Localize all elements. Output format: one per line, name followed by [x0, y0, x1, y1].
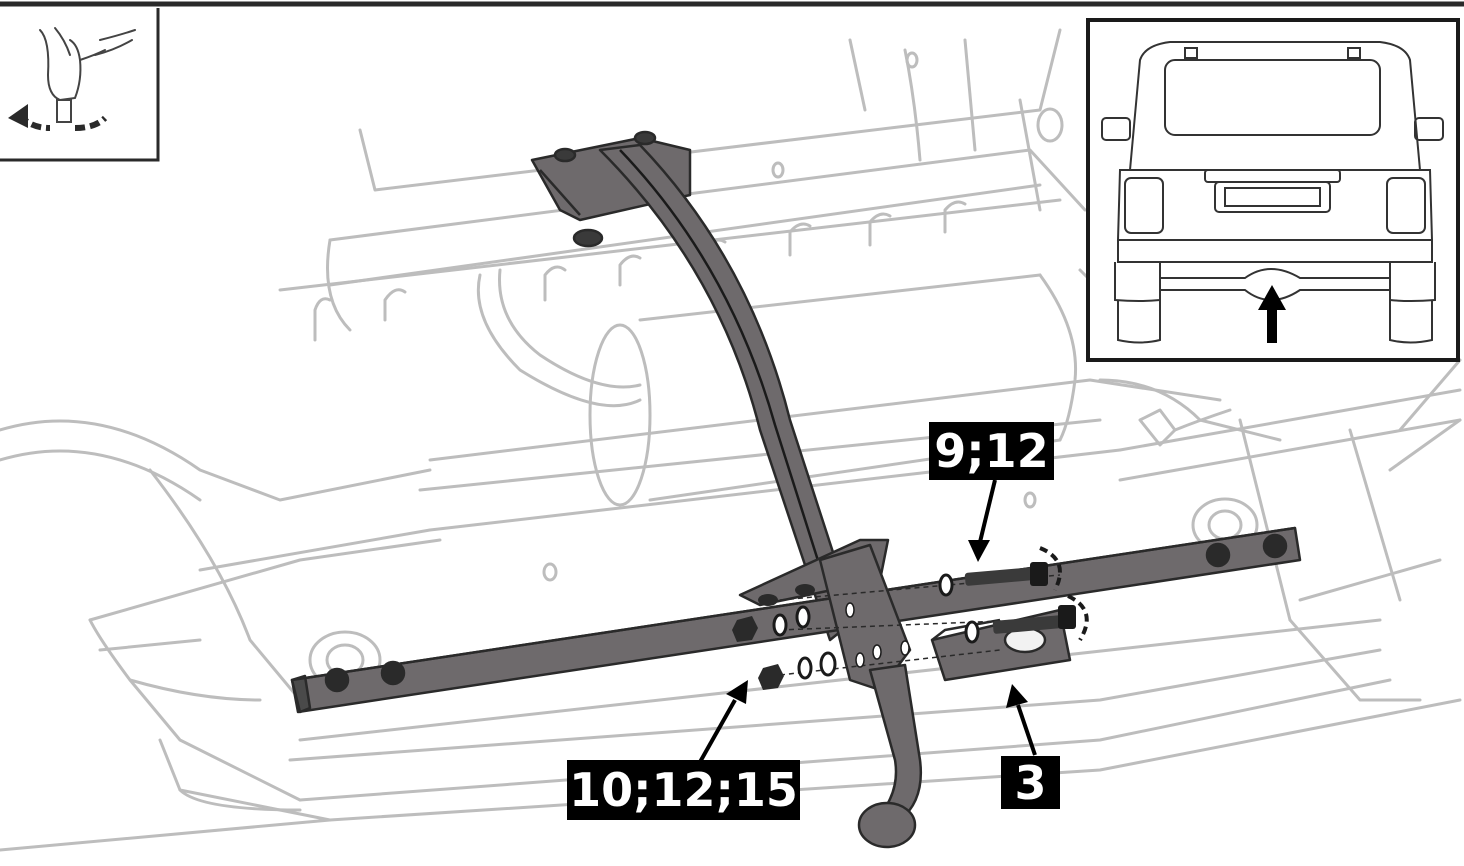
car-rear-view-icon: [1101, 41, 1444, 344]
part-label-bracket: 3: [1001, 756, 1060, 809]
tow-ball: [857, 801, 917, 849]
leader-arrows: [698, 479, 1037, 763]
hand-tighten-icon: [0, 8, 160, 162]
part-label-bolt-group-upper: 9;12: [929, 422, 1054, 480]
fastener-hardware: [732, 546, 1089, 690]
up-arrow-icon: [1258, 285, 1286, 343]
tow-neck: [868, 663, 922, 822]
part-label-bolt-group-lower: 10;12;15: [567, 760, 800, 820]
vehicle-underbody: [0, 28, 1462, 852]
vehicle-inset: [1086, 18, 1460, 362]
